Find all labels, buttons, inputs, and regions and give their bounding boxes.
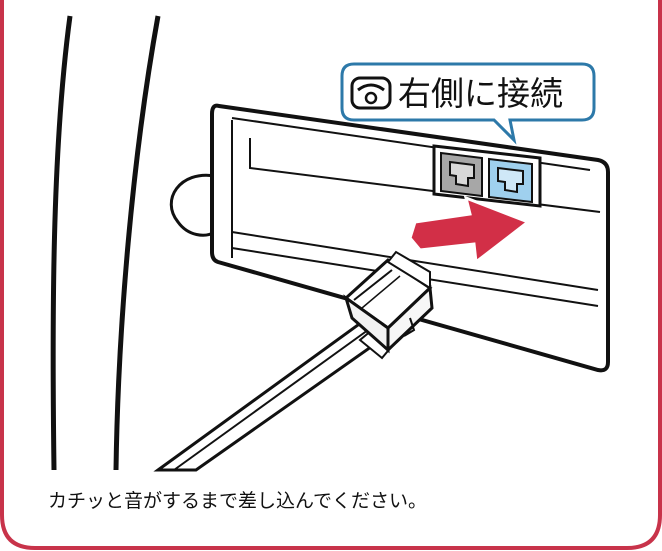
right-port (488, 157, 533, 204)
device-edge-right (113, 15, 161, 471)
left-port (440, 151, 483, 198)
instruction-caption: カチッと音がするまで差し込んでください。 (48, 490, 428, 512)
modular-plug (343, 250, 434, 354)
callout-bubble: 右側に接続 (340, 62, 596, 145)
telephone-icon (350, 76, 392, 110)
panel-inner-edge-lower (231, 231, 599, 291)
device-knob (169, 173, 217, 237)
callout-label: 右側に接続 (398, 74, 563, 113)
insert-arrow (408, 195, 532, 265)
device-edge-left (50, 15, 73, 471)
cable-outer (153, 319, 381, 472)
cable-stripe (173, 329, 369, 471)
